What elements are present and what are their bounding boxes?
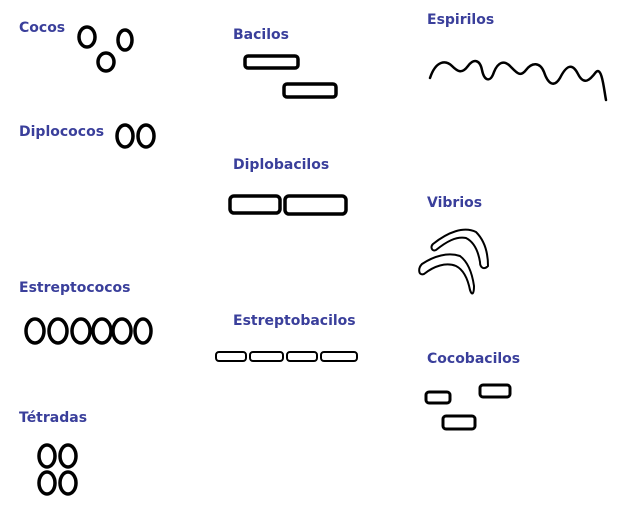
estreptobacilos-illustration bbox=[215, 351, 358, 362]
label-cocobacilos: Cocobacilos bbox=[427, 351, 521, 367]
coccus-cell bbox=[111, 317, 133, 345]
diplococos-illustration bbox=[115, 123, 156, 149]
vibrio-cell bbox=[430, 228, 489, 270]
coccus-cell bbox=[58, 470, 78, 496]
coccus-cell bbox=[37, 470, 57, 496]
bacillus-cell bbox=[282, 82, 338, 99]
diplobacilos-illustration bbox=[228, 194, 348, 216]
label-estreptococos: Estreptococos bbox=[19, 280, 131, 296]
label-bacilos: Bacilos bbox=[233, 27, 289, 43]
coccus-cell bbox=[136, 123, 156, 149]
coccus-cell bbox=[77, 25, 97, 49]
bacillus-cell bbox=[243, 54, 300, 70]
coccus-cell bbox=[133, 317, 153, 345]
bacillus-cell bbox=[249, 351, 284, 362]
coccus-cell bbox=[37, 443, 57, 469]
cocos-illustration bbox=[77, 25, 134, 73]
bacillus-cell bbox=[320, 351, 358, 362]
coccus-cell bbox=[70, 317, 92, 345]
label-tetradas: Tétradas bbox=[19, 410, 88, 426]
coccobacillus-cell bbox=[441, 414, 477, 431]
bacillus-cell bbox=[215, 351, 247, 362]
estreptococos-illustration bbox=[24, 317, 153, 345]
label-diplobacilos: Diplobacilos bbox=[233, 157, 330, 173]
coccus-cell bbox=[24, 317, 46, 345]
bacillus-cell bbox=[283, 194, 348, 216]
label-estreptobacilos: Estreptobacilos bbox=[233, 313, 356, 329]
label-vibrios: Vibrios bbox=[427, 195, 483, 211]
vibrios-illustration bbox=[418, 228, 489, 295]
coccus-cell bbox=[115, 123, 135, 149]
coccus-cell bbox=[91, 317, 113, 345]
cocobacilos-illustration bbox=[424, 383, 512, 431]
coccus-cell bbox=[116, 28, 134, 52]
coccobacillus-cell bbox=[424, 390, 452, 405]
label-diplococos: Diplococos bbox=[19, 124, 105, 140]
label-cocos: Cocos bbox=[19, 20, 66, 36]
coccobacillus-cell bbox=[478, 383, 512, 399]
vibrio-cell bbox=[418, 253, 475, 295]
spirillum-cell bbox=[428, 59, 608, 102]
bacillus-cell bbox=[228, 194, 282, 215]
coccus-cell bbox=[58, 443, 78, 469]
label-espirilos: Espirilos bbox=[427, 12, 495, 28]
bacillus-cell bbox=[286, 351, 318, 362]
coccus-cell bbox=[96, 51, 116, 73]
bacilos-illustration bbox=[243, 54, 338, 99]
espirilos-illustration bbox=[428, 59, 608, 102]
tetradas-illustration bbox=[37, 443, 78, 496]
coccus-cell bbox=[47, 317, 69, 345]
